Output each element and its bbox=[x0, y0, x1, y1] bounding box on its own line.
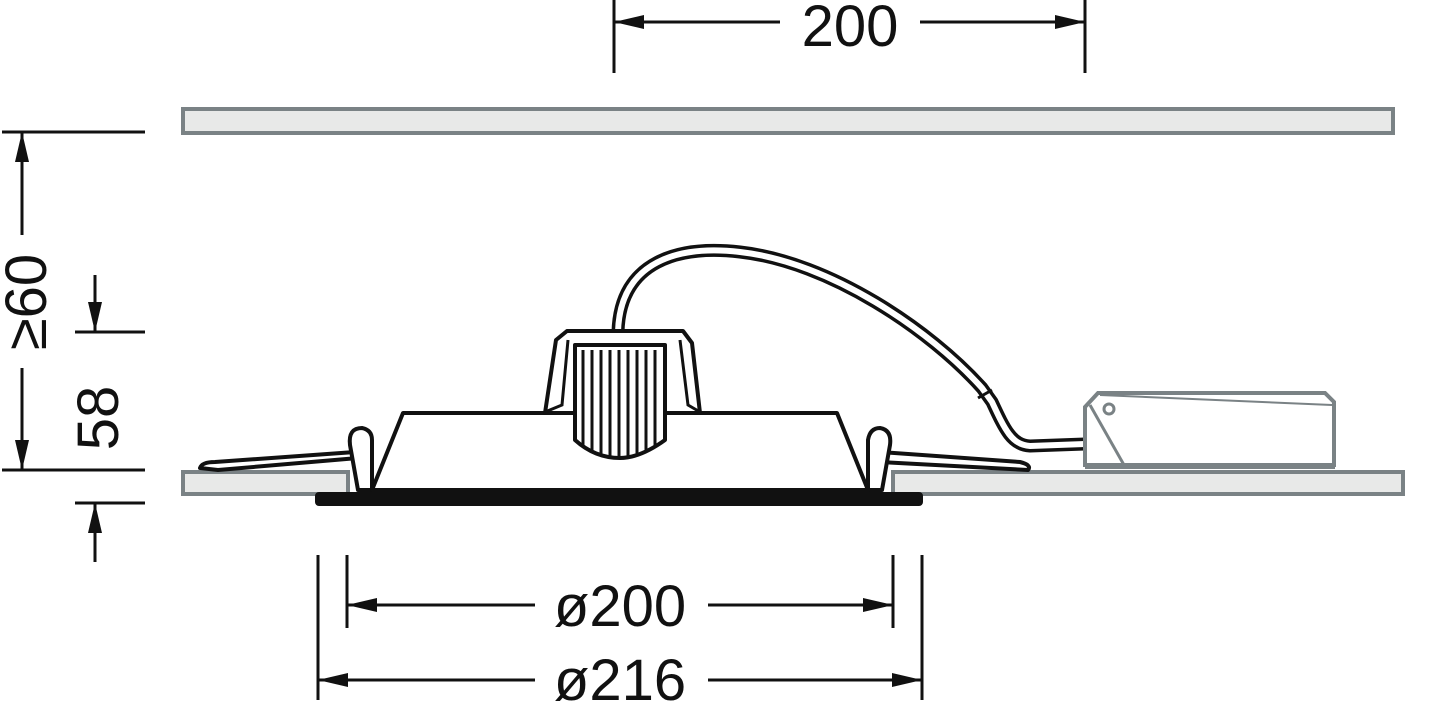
dimension-ceiling-clearance: ≥60 bbox=[0, 130, 145, 472]
connection-cable bbox=[611, 243, 1086, 453]
ceiling-panel-right bbox=[891, 470, 1405, 496]
dimension-label-cutout-width: 200 bbox=[802, 0, 899, 59]
dimension-outer-diameter: ø216 bbox=[316, 555, 924, 713]
ceiling-panel-left bbox=[181, 470, 350, 496]
screw-icon bbox=[1102, 402, 1116, 416]
upper-ceiling-slab bbox=[181, 107, 1395, 135]
dimension-label-cutout-diameter: ø200 bbox=[554, 574, 686, 639]
connector-fins bbox=[573, 343, 667, 460]
driver-box bbox=[1083, 391, 1336, 469]
dimension-recess-depth: 58 bbox=[66, 275, 145, 562]
dimension-cutout-width: 200 bbox=[612, 0, 1087, 73]
dimension-label-outer-diameter: ø216 bbox=[554, 648, 686, 713]
downlight-fixture bbox=[198, 329, 1031, 506]
dimension-label-recess-depth: 58 bbox=[66, 386, 131, 451]
bezel bbox=[315, 492, 923, 506]
dimension-label-ceiling-clearance: ≥60 bbox=[0, 254, 59, 350]
dimension-cutout-diameter: ø200 bbox=[345, 555, 895, 639]
